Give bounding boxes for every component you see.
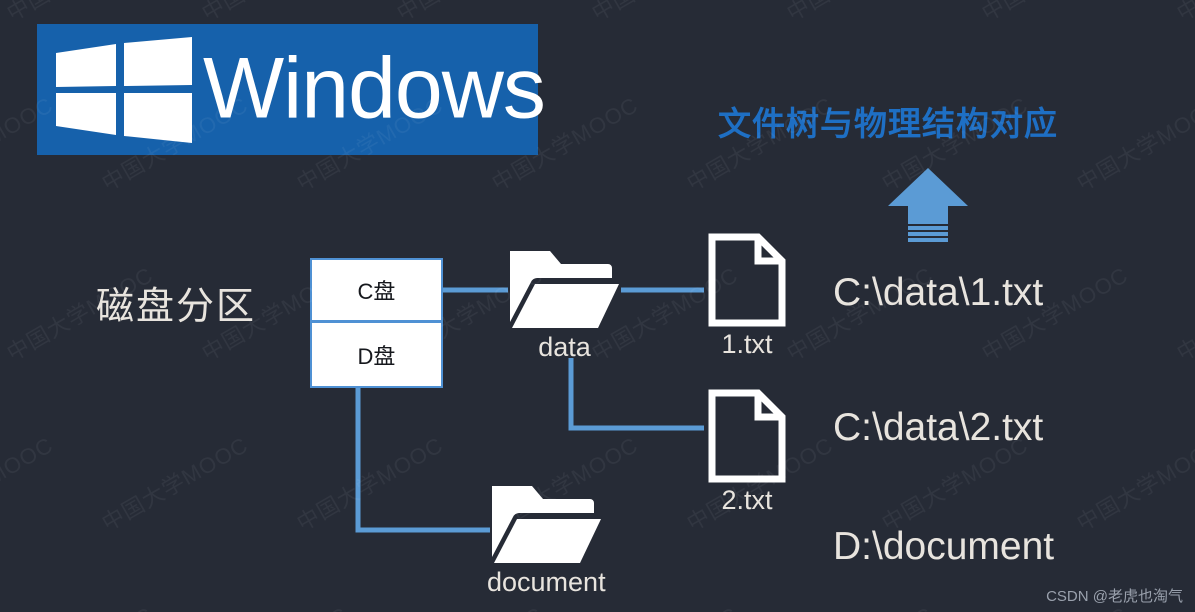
tree-node-document[interactable]: document <box>487 478 606 598</box>
path-label-file2: C:\data\2.txt <box>833 406 1044 449</box>
file-document-icon <box>708 389 786 483</box>
windows-logo-icon <box>56 37 192 143</box>
windows-banner: Windows <box>37 24 546 155</box>
open-folder-icon <box>491 486 601 563</box>
page-title: 文件树与物理结构对应 <box>718 105 1058 142</box>
open-folder-icon <box>510 251 619 328</box>
disk-partition-c: C盘 <box>312 260 441 323</box>
path-label-document: D:\document <box>833 525 1055 568</box>
tree-node-label: document <box>487 567 606 597</box>
connector-data-file2 <box>568 358 704 431</box>
up-arrow-icon <box>888 168 968 242</box>
disk-partition-box: C盘 D盘 <box>310 258 443 388</box>
csdn-watermark: CSDN @老虎也淘气 <box>1046 588 1183 605</box>
tree-node-file2[interactable]: 2.txt <box>706 388 788 516</box>
windows-wordmark: Windows <box>203 39 546 136</box>
tree-node-label: 2.txt <box>721 485 773 515</box>
tree-node-label: 1.txt <box>721 329 773 359</box>
tree-node-data[interactable]: data <box>508 243 621 363</box>
file-document-icon <box>708 233 786 327</box>
disk-partition-label: 磁盘分区 <box>96 286 257 328</box>
path-label-file1: C:\data\1.txt <box>833 271 1044 314</box>
tree-node-file1[interactable]: 1.txt <box>706 232 788 360</box>
tree-node-label: data <box>538 332 591 362</box>
disk-partition-d: D盘 <box>357 343 396 369</box>
connector-ddrive-document <box>355 388 490 533</box>
